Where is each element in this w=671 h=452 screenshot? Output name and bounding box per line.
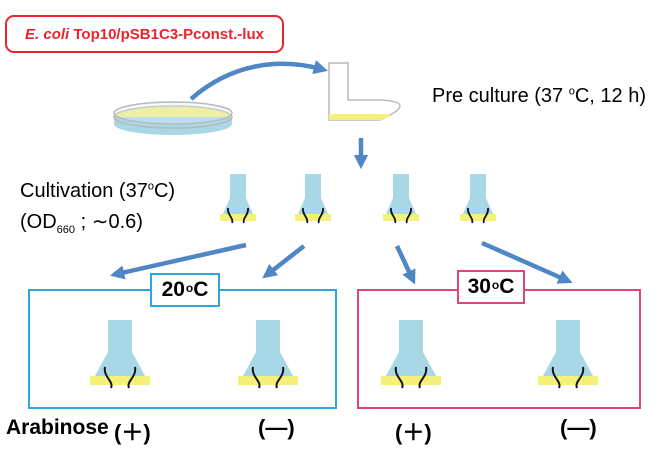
cultivation-flask-icon [219,173,257,224]
condition-flask-icon [237,319,299,389]
arrow-flask1-to-20c-plus [109,242,247,280]
condition-flask-icon [380,319,442,389]
od-label: (OD660 ; ∼0.6) [20,211,143,236]
arrow-flask2-to-20c-minus [262,244,306,279]
arrow-flask4-to-30c-minus [481,240,573,284]
condition-value-3: (＋) [395,420,432,445]
arrow-flask3-to-30c-plus [394,245,416,285]
test-tube-icon [328,62,401,121]
arrow-dish-to-tube [189,60,328,101]
cultivation-flask-icon [294,173,332,224]
condition-value-1: (＋) [114,420,151,445]
strain-species: E. coli [25,25,70,43]
strain-label: E. coli Top10/pSB1C3-Pconst.-lux [5,15,284,53]
condition-flask-icon [537,319,599,389]
strain-construct: Top10/pSB1C3-Pconst.-lux [73,25,264,43]
petri-dish-icon [113,101,233,135]
cultivation-flask-icon [382,173,420,224]
cultivation-label: Cultivation (37oC) [20,180,176,202]
preculture-label: Pre culture (37 oC, 12 h) [432,85,647,107]
group-box-20c [28,289,337,409]
condition-value-2: (—) [258,415,295,440]
cultivation-flask-icon [459,173,497,224]
condition-value-4: (—) [560,415,597,440]
condition-flask-icon [89,319,151,389]
arabinose-label: Arabinose [6,416,109,439]
